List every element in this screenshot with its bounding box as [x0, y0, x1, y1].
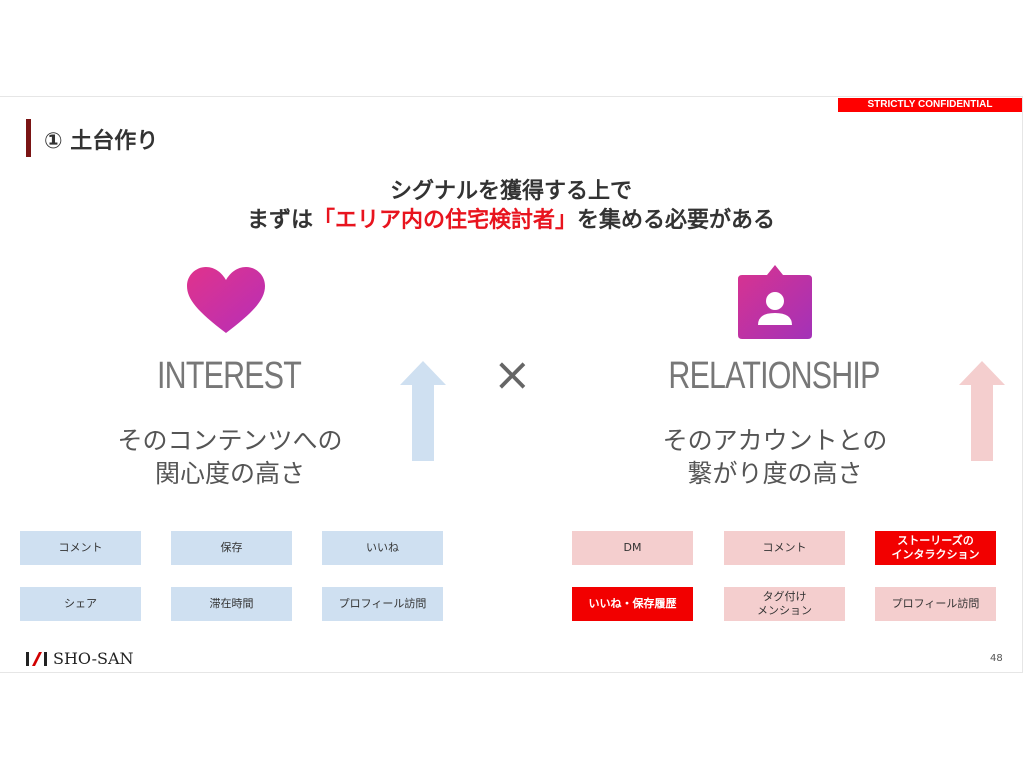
desc-line: 関心度の高さ	[154, 459, 305, 488]
lead-line-2: まずは「エリア内の住宅検討者」を集める必要がある	[0, 202, 1022, 234]
up-arrow-icon	[959, 361, 1005, 461]
lead-text: まずは	[246, 208, 313, 233]
slide: STRICTLY CONFIDENTIAL ① 土台作り シグナルを獲得する上で…	[0, 96, 1023, 673]
relationship-signal-like-save-history: いいね・保存履歴	[572, 587, 693, 621]
relationship-signal-profile-visit: プロフィール訪問	[875, 587, 996, 621]
logo-text: SHO-SAN	[53, 649, 134, 668]
times-icon: ×	[493, 347, 532, 401]
interest-signal-share: シェア	[20, 587, 141, 621]
interest-signal-save: 保存	[171, 531, 292, 565]
interest-signal-profile-visit: プロフィール訪問	[322, 587, 443, 621]
relationship-keyword: RELATIONSHIP	[668, 355, 880, 397]
relationship-desc: そのアカウントとの繋がり度の高さ	[615, 424, 935, 490]
confidential-badge: STRICTLY CONFIDENTIAL	[838, 98, 1022, 112]
desc-line: そのアカウントとの	[662, 426, 888, 455]
contact-card-icon	[738, 265, 812, 339]
page-number: 48	[990, 653, 1003, 664]
interest-signal-like: いいね	[322, 531, 443, 565]
lead-line-1: シグナルを獲得する上で	[389, 179, 632, 204]
relationship-signal-stories: ストーリーズの インタラクション	[875, 531, 996, 565]
slide-title: ① 土台作り	[44, 129, 159, 154]
company-logo: SHO-SAN	[26, 649, 134, 668]
up-arrow-icon	[400, 361, 446, 461]
interest-desc: そのコンテンツへの関心度の高さ	[70, 424, 390, 490]
interest-signal-comment: コメント	[20, 531, 141, 565]
heart-icon	[187, 267, 265, 333]
lead-highlight: 「エリア内の住宅検討者」	[312, 208, 577, 233]
desc-line: 繋がり度の高さ	[687, 459, 863, 488]
desc-line: そのコンテンツへの	[117, 426, 343, 455]
relationship-signal-comment: コメント	[724, 531, 845, 565]
lead-text: を集める必要がある	[577, 208, 776, 233]
relationship-signal-tag-mention: タグ付け メンション	[724, 587, 845, 621]
logo-mark-icon	[26, 651, 47, 666]
interest-signal-dwell-time: 滞在時間	[171, 587, 292, 621]
interest-keyword: INTEREST	[157, 355, 302, 397]
title-accent-bar	[26, 119, 31, 157]
relationship-signal-dm: DM	[572, 531, 693, 565]
